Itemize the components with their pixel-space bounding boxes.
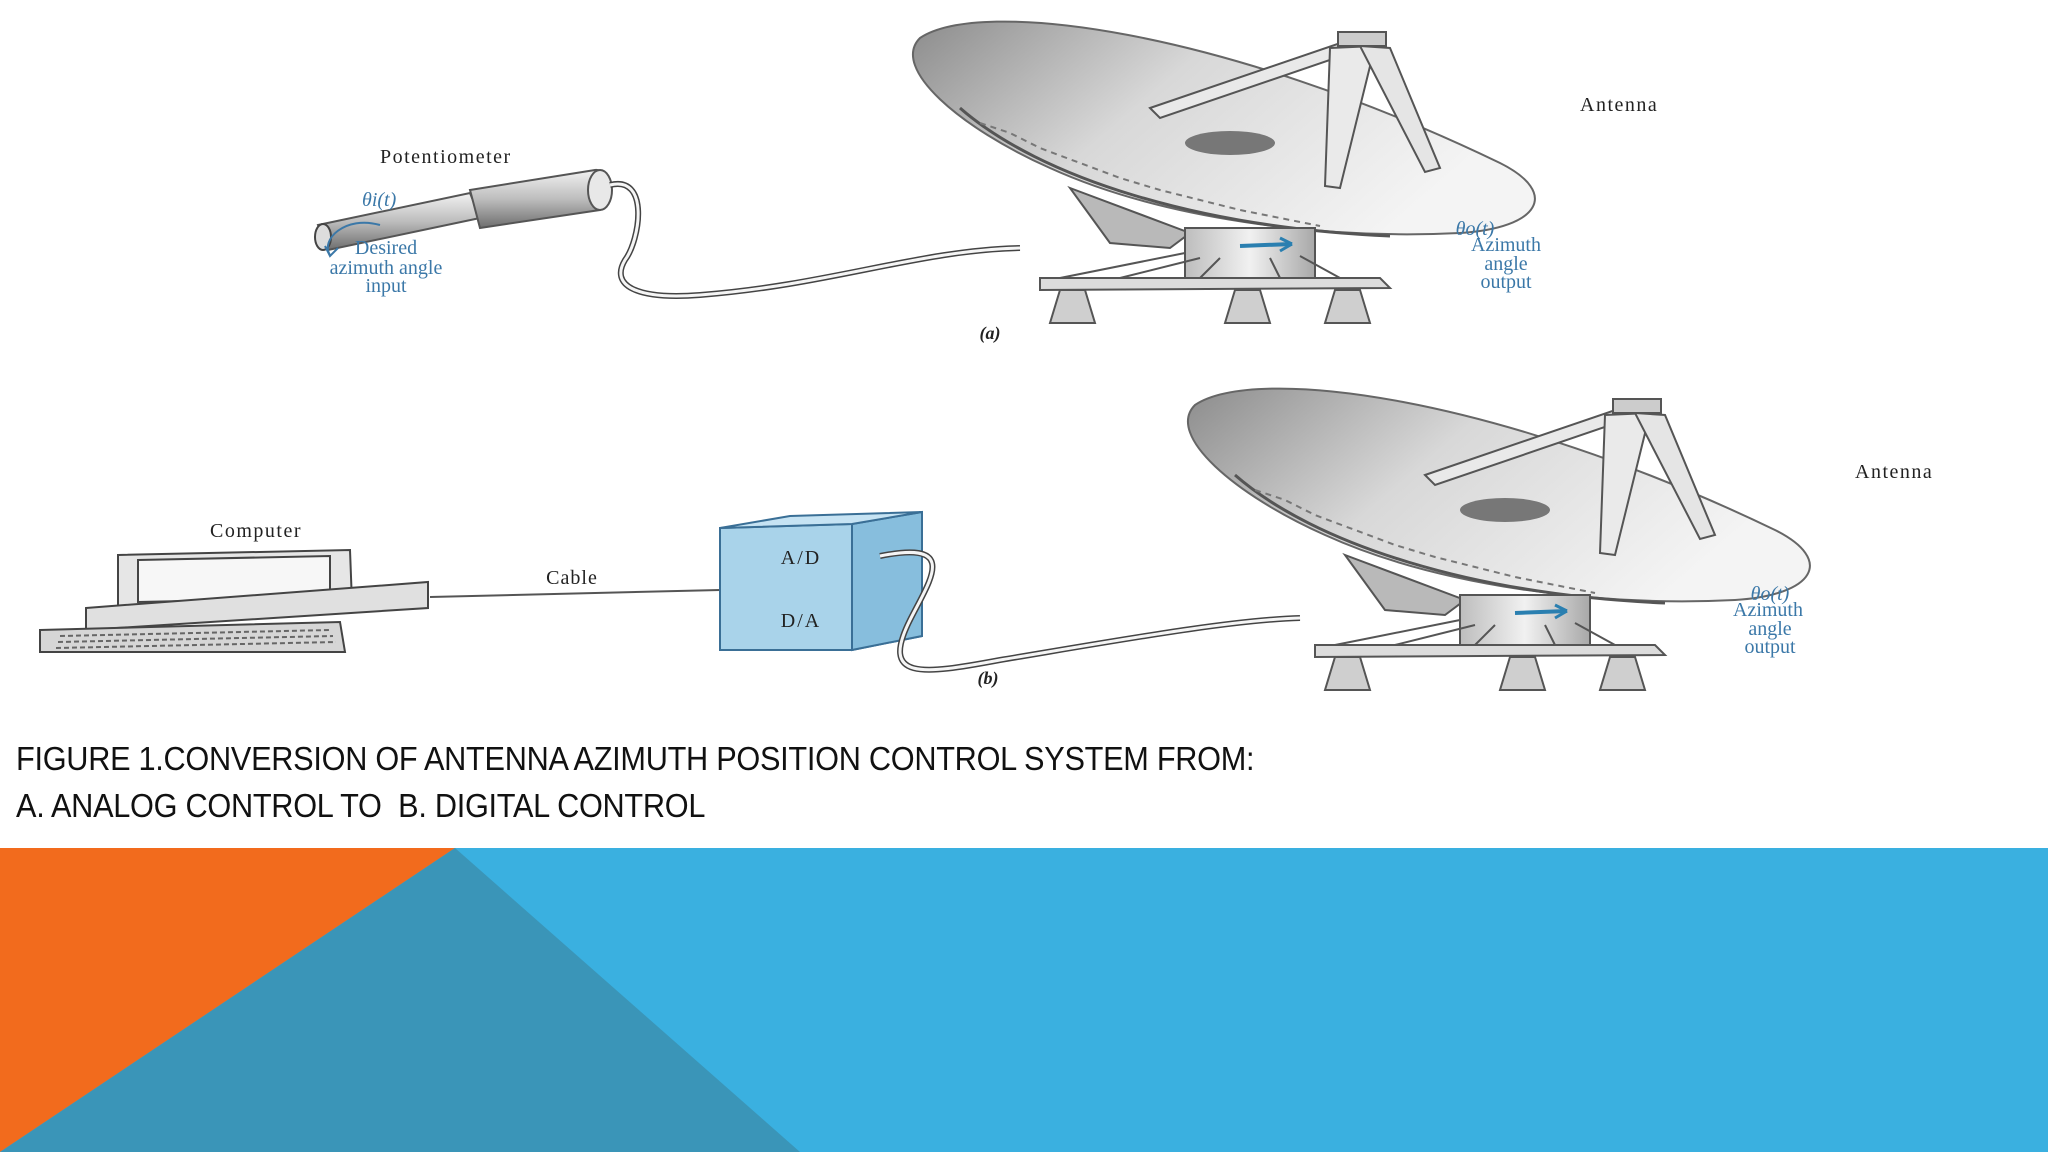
output-b-desc-line1: Azimuth <box>1733 599 1803 621</box>
input-desc-line1: Desired <box>355 237 417 259</box>
da-label: D/A <box>781 610 821 632</box>
antenna-a-label: Antenna <box>1580 94 1658 116</box>
computer-icon <box>39 548 429 653</box>
figure-caption: FIGURE 1.CONVERSION OF ANTENNA AZIMUTH P… <box>16 735 1255 829</box>
output-b-symbol: θo(t) <box>1751 583 1790 605</box>
potentiometer <box>314 169 613 258</box>
antenna-b <box>1185 386 1812 692</box>
antenna-b-label: Antenna <box>1855 461 1933 483</box>
panel-a-label: (a) <box>980 323 1001 344</box>
footer-decoration <box>0 848 2048 1152</box>
output-b-desc-line3: output <box>1744 636 1796 658</box>
panel-b-label: (b) <box>978 668 999 689</box>
computer-label: Computer <box>210 520 302 542</box>
output-b-desc-line2: angle <box>1748 618 1791 640</box>
panel-b: Computer Cable A/D D/A Antenna θo(t) Azi… <box>39 386 1933 692</box>
cable-label: Cable <box>546 567 598 589</box>
caption-line-2: A. ANALOG CONTROL TO B. DIGITAL CONTROL <box>16 787 706 824</box>
output-a-desc-line2: angle <box>1484 253 1527 275</box>
caption-line-1: FIGURE 1.CONVERSION OF ANTENNA AZIMUTH P… <box>16 740 1255 777</box>
antenna-a <box>910 19 1537 325</box>
output-a-symbol: θo(t) <box>1456 218 1495 240</box>
panel-a: Potentiometer θi(t) Desired azimuth angl… <box>314 19 1658 344</box>
cable-b-to-antenna <box>879 549 1301 673</box>
ad-label: A/D <box>781 547 821 569</box>
output-a-desc-line1: Azimuth <box>1471 234 1541 256</box>
converter-box <box>719 510 923 652</box>
input-symbol: θi(t) <box>362 189 397 211</box>
output-a-desc-line3: output <box>1480 271 1532 293</box>
footer-steel-triangle <box>0 848 800 1152</box>
cable-b-line <box>429 589 721 598</box>
input-desc-line2: azimuth angle <box>330 257 443 279</box>
potentiometer-label: Potentiometer <box>380 146 512 168</box>
input-desc-line3: input <box>365 275 407 297</box>
